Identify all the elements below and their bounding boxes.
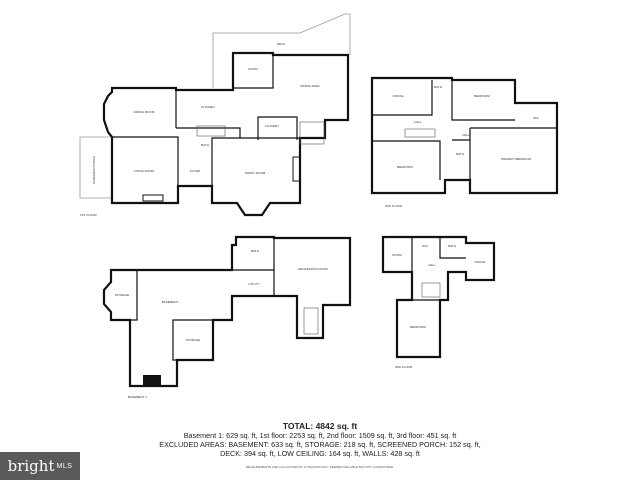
room-label: SCREENED PORCH — [92, 156, 96, 184]
third-floor-plan: ROOM WIC BATH HALL OFFICE BEDROOM 3RD FL… — [381, 235, 496, 369]
excluded-areas-cont: DECK: 394 sq. ft, LOW CEILING: 164 sq. f… — [220, 449, 420, 458]
room-label: DECK — [277, 42, 285, 46]
room-label: OFFICE — [393, 94, 404, 98]
room-label: RECREATION ROOM — [298, 267, 328, 271]
room-label: BATH — [201, 143, 209, 147]
furnace — [143, 375, 161, 385]
room-label: PRIMARY BEDROOM — [501, 157, 531, 161]
wall — [372, 140, 441, 180]
disclaimer: MEASUREMENTS ARE CALCULATED BY AI TECHNO… — [245, 465, 395, 469]
room-label: STORAGE — [186, 338, 201, 342]
room-label: HALL — [414, 120, 422, 124]
floor-plan: DECK ROOM DINING AREA DINING ROOM KITCHE… — [79, 13, 559, 399]
wall — [172, 319, 214, 361]
second-floor-plan: OFFICE BATH BEDROOM HALL WIC HALL BATH B… — [370, 76, 559, 208]
bright-mls-logo: bright MLS — [0, 452, 80, 480]
first-floor-outline — [102, 51, 350, 217]
room-label: HALL — [428, 263, 436, 267]
stairs — [196, 121, 325, 145]
room-label: KITCHEN — [201, 105, 214, 109]
floor-areas: Basement 1: 629 sq. ft, 1st floor: 2253 … — [183, 431, 457, 440]
room-label: STORAGE — [115, 293, 130, 297]
deck-outline — [212, 13, 351, 88]
room-label: ROOM — [392, 253, 402, 257]
third-floor-outline — [381, 235, 496, 359]
logo-suffix: MLS — [56, 462, 73, 470]
room-label: BATH — [251, 249, 259, 253]
wall — [112, 136, 179, 186]
room-label: HALL — [462, 133, 470, 137]
logo-brand: bright — [7, 457, 55, 475]
room-label: BATH — [456, 152, 464, 156]
floor-label: BASEMENT 1 — [128, 395, 147, 399]
stairs — [303, 307, 319, 335]
room-label: ROOM — [248, 67, 258, 71]
basement-plan: STORAGE BASEMENT STORAGE BATH UTILITY RE… — [102, 235, 352, 399]
screened-porch-outline — [79, 136, 113, 199]
floor-label: 1ST FLOOR — [80, 213, 97, 217]
wall — [130, 270, 138, 321]
room-label: BASEMENT — [162, 300, 179, 304]
room-label: DINING ROOM — [134, 110, 155, 114]
first-floor-plan: DECK ROOM DINING AREA DINING ROOM KITCHE… — [79, 13, 351, 217]
room-label: UTILITY — [248, 282, 259, 286]
room-label: BEDROOM — [474, 94, 490, 98]
wall — [451, 80, 515, 121]
room-label: BATH — [448, 244, 456, 248]
room-label: LAUNDRY — [265, 124, 279, 128]
room-label: OFFICE — [475, 260, 486, 264]
wall — [176, 127, 241, 186]
fireplace — [292, 156, 301, 182]
wall — [233, 55, 274, 89]
room-label: DINING AREA — [300, 84, 319, 88]
basement-outline — [102, 235, 352, 388]
floor-label: 2ND FLOOR — [385, 204, 403, 208]
room-label: LIVING ROOM — [134, 169, 155, 173]
room-label: BATH — [434, 85, 442, 89]
room-label: FOYER — [190, 169, 201, 173]
room-label: WIC — [533, 116, 540, 120]
stairs — [404, 128, 436, 138]
wall — [372, 80, 433, 116]
wall — [257, 116, 298, 140]
wall — [439, 237, 466, 259]
room-label: FAMILY ROOM — [245, 171, 266, 175]
room-label: BEDROOM — [410, 325, 426, 329]
room-label: BEDROOM — [397, 165, 413, 169]
total-area: TOTAL: 4842 sq. ft — [282, 421, 358, 431]
excluded-areas: EXCLUDED AREAS: BASEMENT: 633 sq. ft, ST… — [159, 440, 481, 449]
room-label: WIC — [422, 244, 429, 248]
fireplace — [142, 194, 164, 202]
floor-label: 3RD FLOOR — [395, 365, 413, 369]
stairs — [421, 282, 441, 298]
